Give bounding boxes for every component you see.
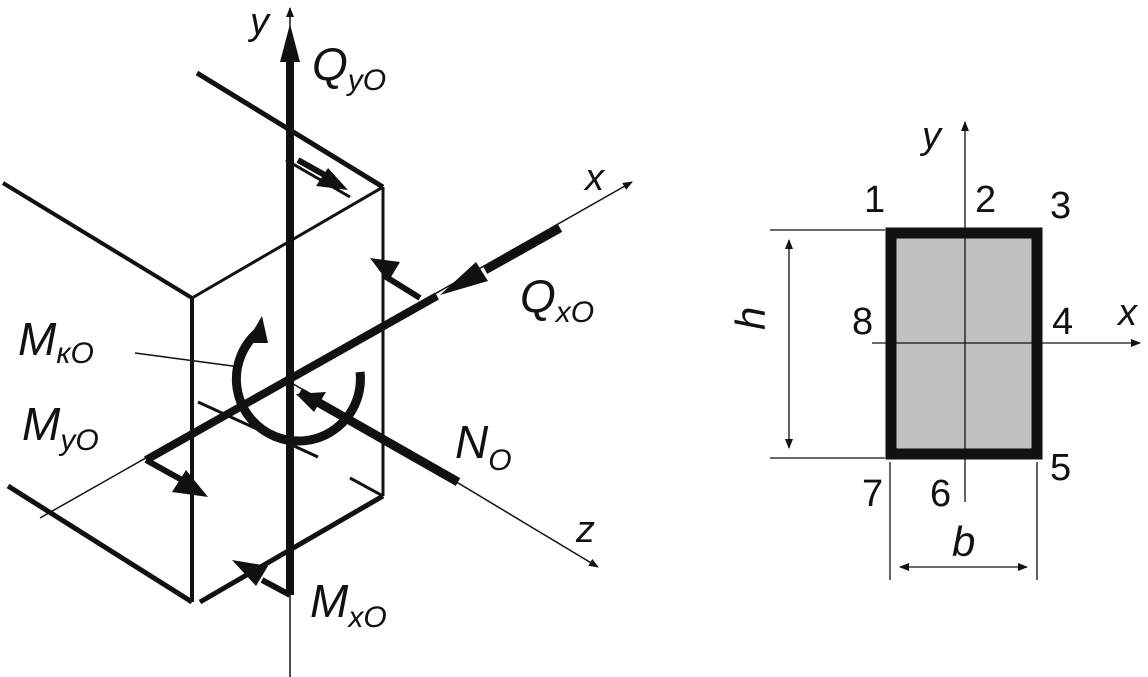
point-4: 4 [1052,301,1073,343]
flange-top-edge-2 [1,181,194,300]
dimensions [770,229,1038,580]
force-QxO [440,224,563,295]
point-5: 5 [1050,447,1071,489]
QxO-label: QxO [520,270,594,329]
force-NO [297,388,461,486]
y-axis-label: y [247,1,271,43]
moment-MkO [231,316,365,446]
section-x-label: x [1116,292,1139,334]
point-6: 6 [930,473,951,515]
NO-label: NO [455,416,512,477]
section-line-a [285,158,351,199]
MyO-label: MyO [22,398,99,457]
member-axis-bar [144,292,439,464]
MkO-label: MкO [18,313,94,370]
x-axis-label: x [583,157,606,199]
point-2: 2 [975,179,996,221]
h-label: h [727,307,774,330]
web-bottom-back [349,476,384,498]
MxO-label: MxO [310,575,387,634]
force-QyO [280,24,300,595]
z-axis-label: z [575,509,595,551]
point-8: 8 [852,301,873,343]
right-axes [872,121,1141,502]
MkO-leader [134,352,241,368]
b-label: b [952,518,975,565]
point-1: 1 [864,179,885,221]
point-3: 3 [1050,185,1071,227]
flange-bottom-edge [6,483,194,605]
point-7: 7 [862,473,883,515]
QyO-label: QyO [312,38,386,97]
section-y-label: y [919,115,943,157]
edge-arrows [144,157,422,598]
